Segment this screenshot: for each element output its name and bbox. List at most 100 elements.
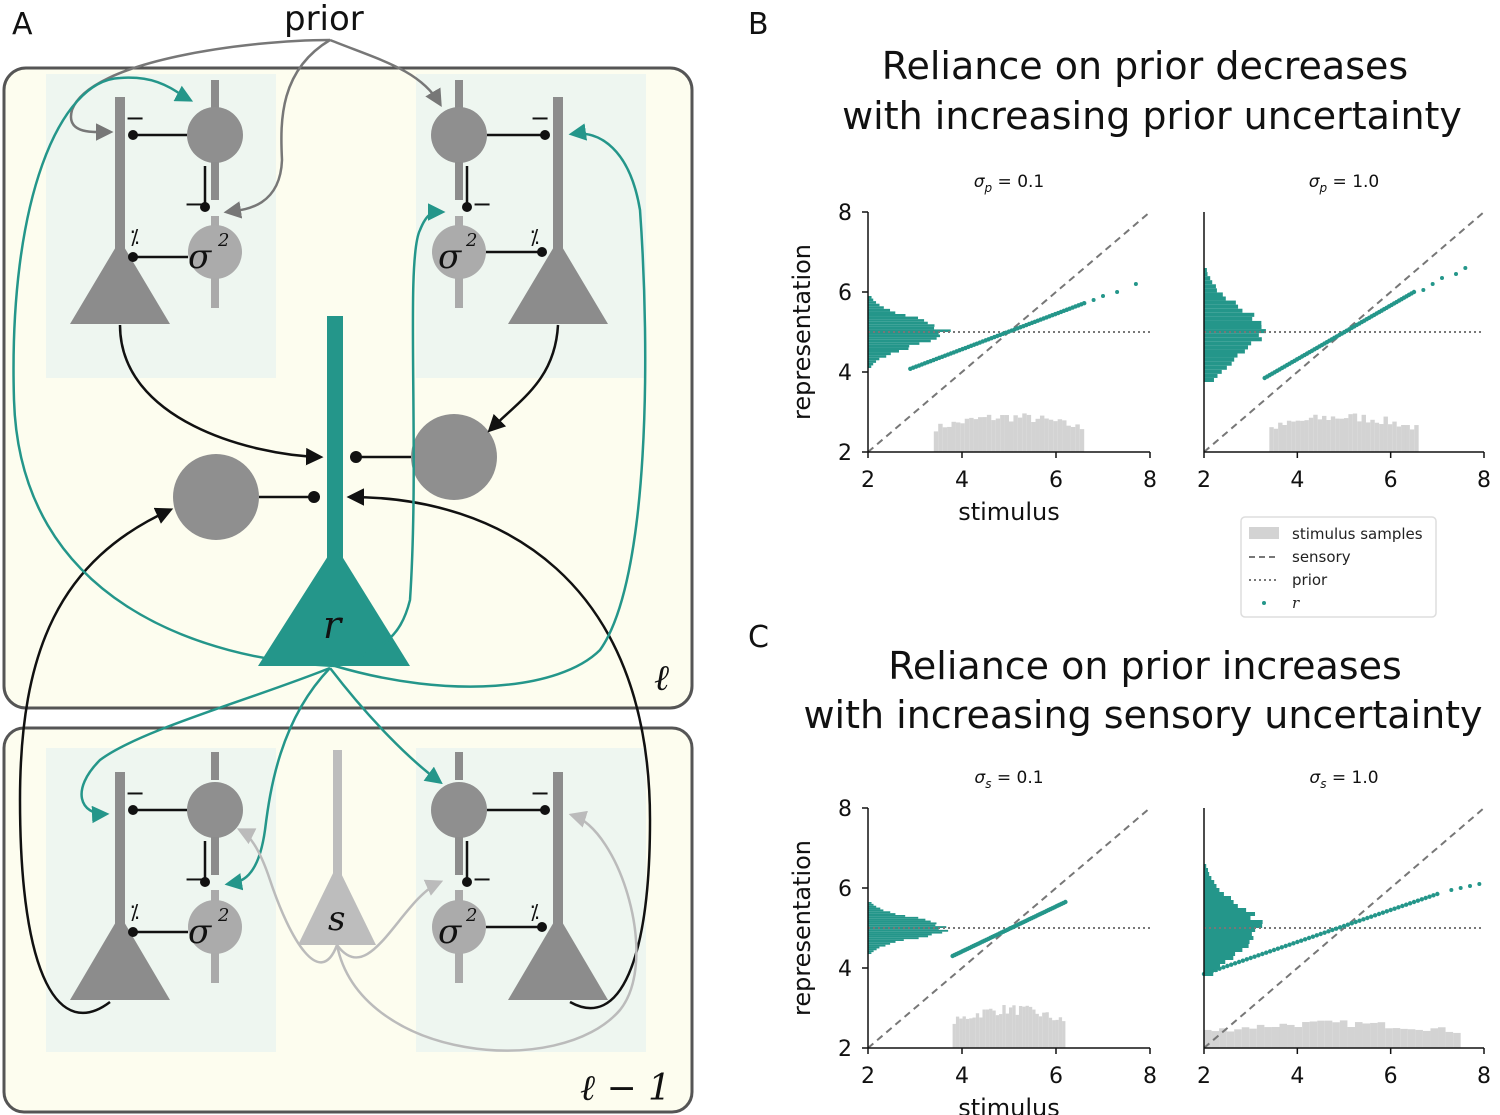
stimulus-hist-bar xyxy=(1057,419,1063,452)
x-tick-label: 6 xyxy=(1049,468,1063,493)
r-hist-bar xyxy=(868,935,929,938)
pyramidal-neuron xyxy=(70,915,170,1000)
r-point xyxy=(1279,945,1284,950)
r-point xyxy=(1244,957,1249,962)
x-tick-label: 4 xyxy=(955,468,969,493)
stimulus-hist-bar xyxy=(959,1018,963,1048)
stimulus-hist-bar xyxy=(1279,1023,1288,1048)
r-point xyxy=(1221,965,1226,970)
r-point xyxy=(1337,925,1343,930)
stimulus-hist-bar xyxy=(1405,425,1410,452)
r-hist-bar xyxy=(868,311,896,314)
panel-b: B Reliance on prior decreases with incre… xyxy=(748,7,1491,618)
y-tick-label: 6 xyxy=(838,281,852,306)
r-hist-bar xyxy=(868,915,906,917)
svg-text:−: − xyxy=(472,865,492,893)
r-hist-bar xyxy=(868,948,877,951)
x-tick-label: 4 xyxy=(1290,468,1304,493)
r-hist-bar xyxy=(1204,964,1221,968)
r-hist-bar xyxy=(868,321,928,325)
r-hist-bar xyxy=(868,952,872,954)
r-point xyxy=(1372,913,1378,918)
r-hist-bar xyxy=(1204,896,1232,900)
pyramidal-neuron xyxy=(508,915,608,1000)
r-point xyxy=(1318,931,1323,937)
r-hist-bar xyxy=(868,944,886,947)
prior-label: prior xyxy=(284,0,364,39)
stimulus-hist-bar xyxy=(1015,1014,1019,1048)
stimulus-hist-bar xyxy=(1317,1020,1325,1048)
stimulus-hist-bar xyxy=(1273,428,1279,452)
svg-text:−: − xyxy=(184,190,204,218)
r-hist-bar xyxy=(1204,888,1220,892)
r-hist-bar xyxy=(868,326,935,330)
svg-text:stimulus samples: stimulus samples xyxy=(1292,525,1423,543)
r-neuron xyxy=(258,545,410,666)
r-hist-bar xyxy=(868,909,884,912)
stimulus-hist-bar xyxy=(995,1015,1000,1048)
stimulus-hist-bar xyxy=(1302,1022,1310,1048)
y-tick-label: 4 xyxy=(838,957,852,982)
interneuron-left xyxy=(173,454,259,540)
r-point xyxy=(1419,897,1424,902)
x-tick-label: 2 xyxy=(1197,1064,1211,1089)
r-hist-bar xyxy=(1204,292,1223,297)
stimulus-hist-bar xyxy=(1032,1009,1036,1048)
stimulus-hist-bar xyxy=(1317,419,1323,452)
stimulus-hist-bar xyxy=(1013,415,1018,452)
r-hist-bar xyxy=(1204,341,1252,346)
r-hist-bar xyxy=(868,942,891,945)
stimulus-hist-bar xyxy=(1022,1006,1026,1048)
x-tick-label: 2 xyxy=(861,468,875,493)
title-b-line2: with increasing prior uncertainty xyxy=(842,94,1462,138)
stimulus-hist-bar xyxy=(1287,1024,1295,1048)
r-hist-bar xyxy=(1204,960,1226,964)
stimulus-hist-bar xyxy=(1038,1016,1043,1048)
r-point xyxy=(1353,919,1358,925)
stimulus-hist-bar xyxy=(1052,1020,1056,1048)
r-hist-bar xyxy=(1204,377,1214,382)
stimulus-hist-bar xyxy=(972,1017,976,1048)
stimulus-hist-bar xyxy=(969,1018,973,1048)
stimulus-hist-bar xyxy=(1271,1026,1280,1048)
r-point xyxy=(1431,893,1436,898)
stimulus-hist-bar xyxy=(942,427,948,452)
r-hist-bar xyxy=(1204,320,1262,325)
r-hist-bar xyxy=(1204,353,1238,358)
svg-text:r: r xyxy=(1292,594,1300,612)
r-hist-bar xyxy=(1204,308,1243,313)
stimulus-hist-bar xyxy=(1062,420,1067,452)
r-hist-bar xyxy=(868,332,939,335)
stimulus-hist-bar xyxy=(1053,421,1058,452)
s-neuron-group: s xyxy=(298,750,376,945)
title-c-line2: with increasing sensory uncertainty xyxy=(803,693,1482,737)
r-hist-bar xyxy=(1204,345,1248,350)
r-hist-bar xyxy=(1204,956,1234,960)
x-tick-label: 6 xyxy=(1049,1064,1063,1089)
svg-text:prior: prior xyxy=(1292,571,1328,589)
stimulus-hist-bar xyxy=(982,417,987,452)
x-tick-label: 4 xyxy=(955,1064,969,1089)
stimulus-hist-bar xyxy=(1012,1005,1016,1048)
panel-c: C Reliance on prior increases with incre… xyxy=(748,620,1491,1115)
y-tick-label: 6 xyxy=(838,877,852,902)
stimulus-hist-bar xyxy=(1409,429,1415,452)
stimulus-hist-bar xyxy=(1352,413,1358,452)
r-hist-bar xyxy=(868,339,931,343)
module-top-left xyxy=(46,74,276,378)
r-hist-bar xyxy=(1204,369,1222,374)
stimulus-hist-bar xyxy=(1062,1021,1066,1048)
y-tick-label: 8 xyxy=(838,797,852,822)
svg-text:−: − xyxy=(125,104,145,132)
stimulus-hist-bar xyxy=(1249,1028,1257,1048)
stimulus-hist-bar xyxy=(969,417,974,452)
r-hist-bar xyxy=(868,308,891,312)
r-point xyxy=(1380,910,1386,915)
svg-text:σ: σ xyxy=(188,912,212,952)
stimulus-hist-bar xyxy=(933,431,939,452)
svg-text:−: − xyxy=(184,865,204,893)
r-hist-bar xyxy=(868,357,880,361)
stimulus-hist-bar xyxy=(978,417,983,452)
r-hist-bar xyxy=(1204,272,1208,277)
